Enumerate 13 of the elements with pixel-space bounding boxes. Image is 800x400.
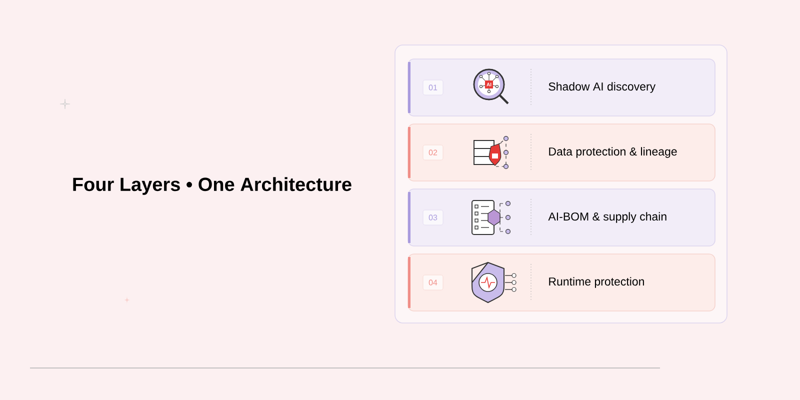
layer-label: AI-BOM & supply chain bbox=[548, 212, 666, 223]
layer-label: Data protection & lineage bbox=[549, 147, 677, 158]
layer-card bbox=[408, 58, 716, 116]
layer-label: Runtime protection bbox=[549, 277, 644, 288]
layer-card bbox=[408, 124, 716, 182]
layer-card bbox=[408, 254, 716, 312]
number-badge: 02 bbox=[422, 144, 444, 160]
layer-label: Shadow AI discovery bbox=[548, 82, 656, 93]
number-badge: 04 bbox=[422, 274, 444, 290]
number-badge: 03 bbox=[422, 210, 444, 226]
layer-card bbox=[408, 188, 716, 246]
number-badge: 01 bbox=[422, 80, 444, 96]
title: Four Layers • One Architecture bbox=[73, 177, 352, 195]
